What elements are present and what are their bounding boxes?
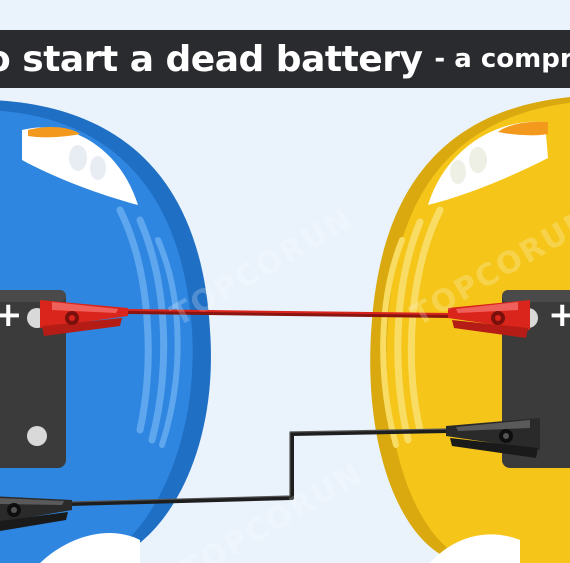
left-positive-label: + — [0, 295, 23, 335]
alligator-clamp-icon — [446, 418, 540, 458]
alligator-clamp-icon — [40, 300, 128, 336]
alligator-clamp-icon — [448, 300, 530, 338]
right-positive-label: + — [548, 295, 570, 335]
battery-terminal-icon — [27, 426, 47, 446]
headlight-icon — [430, 534, 520, 563]
page-title: o start a dead battery — [0, 38, 423, 80]
alligator-clamp-icon — [0, 496, 72, 531]
page-subtitle: - a comprehens — [434, 44, 570, 74]
headlight-icon — [40, 533, 140, 563]
blue-car-grille — [116, 206, 152, 434]
headlight-icon — [428, 121, 548, 205]
red-jumper-cable — [40, 300, 530, 338]
black-jumper-cable — [0, 418, 540, 531]
title-banner: o start a dead battery - a comprehens — [0, 30, 570, 88]
